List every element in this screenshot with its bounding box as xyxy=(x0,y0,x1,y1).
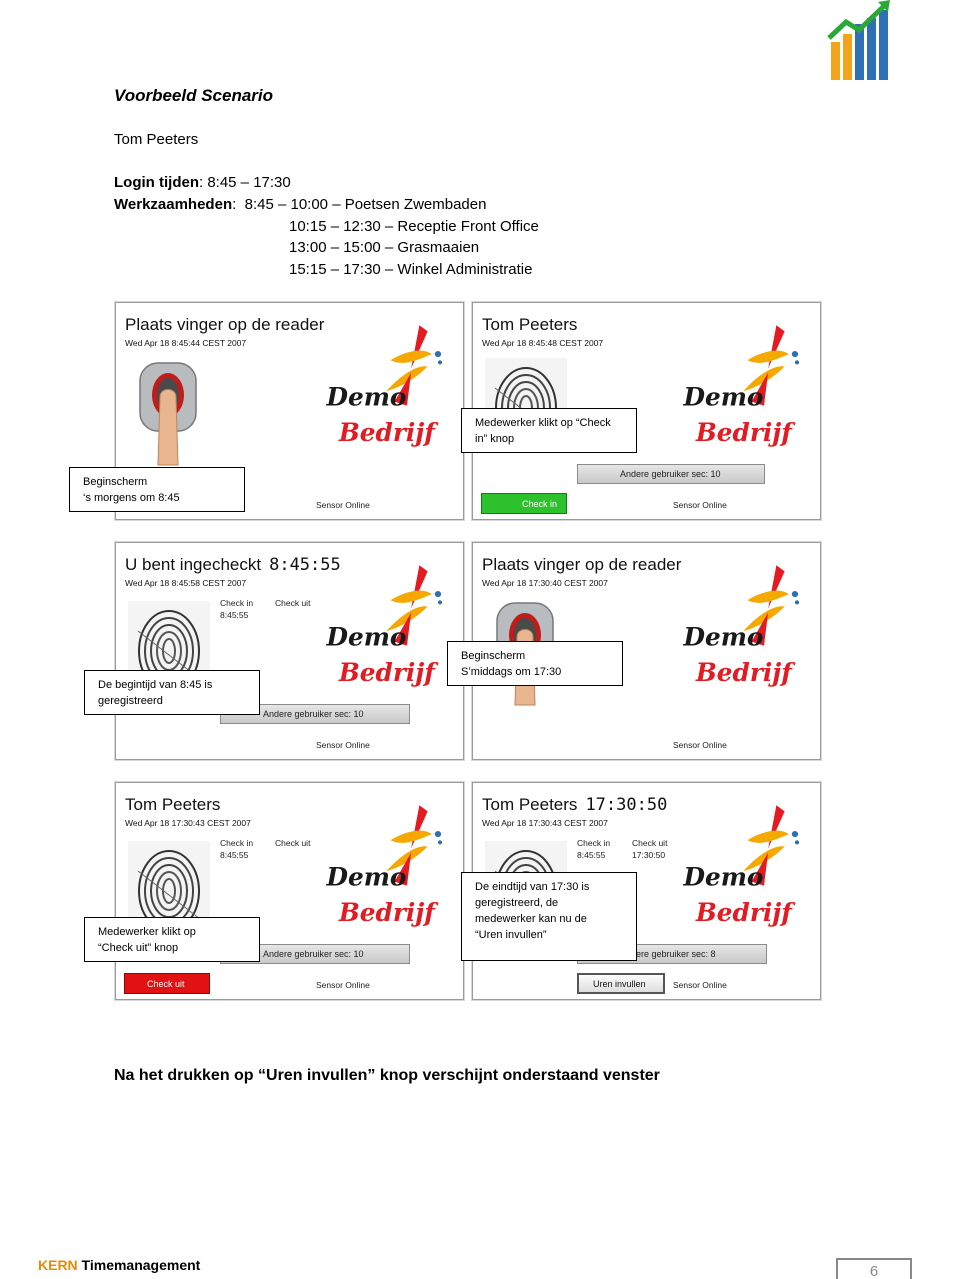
demo-bedrijf-logo-icon xyxy=(682,565,800,687)
check-in-button[interactable]: Check in xyxy=(481,493,567,514)
screen-clock: 8:45:55 xyxy=(269,555,341,575)
sensor-status: Sensor Online xyxy=(673,740,727,750)
kern-logo-icon xyxy=(827,0,890,80)
screen-clock: 17:30:50 xyxy=(585,795,668,815)
work-line-1: Werkzaamheden: 8:45 – 10:00 – Poetsen Zw… xyxy=(114,196,487,213)
demo-bedrijf-logo-icon xyxy=(682,805,800,927)
uren-invullen-button[interactable]: Uren invullen xyxy=(577,973,665,994)
sensor-status: Sensor Online xyxy=(673,500,727,510)
sensor-status: Sensor Online xyxy=(316,500,370,510)
demo-bedrijf-logo-icon xyxy=(325,325,443,447)
login-times: Login tijden: 8:45 – 17:30 xyxy=(114,174,291,191)
demo-bedrijf-logo-icon xyxy=(682,325,800,447)
sensor-status: Sensor Online xyxy=(316,740,370,750)
check-out-info: Check uit xyxy=(275,838,311,848)
demo-bedrijf-logo-icon xyxy=(325,565,443,687)
sensor-status: Sensor Online xyxy=(673,980,727,990)
work-line-3: 13:00 – 15:00 – Grasmaaien xyxy=(289,239,480,256)
work-line-4: 15:15 – 17:30 – Winkel Administratie xyxy=(289,261,533,278)
sensor-status: Sensor Online xyxy=(316,980,370,990)
other-user-button[interactable]: Andere gebruiker sec: 10 xyxy=(220,944,410,964)
screen-title: Tom Peeters xyxy=(125,795,221,814)
screen-date: Wed Apr 18 8:45:44 CEST 2007 xyxy=(125,338,247,348)
screen-date: Wed Apr 18 17:30:40 CEST 2007 xyxy=(482,578,608,588)
check-out-info: Check uit xyxy=(275,598,311,608)
fingerprint-reader-icon[interactable] xyxy=(138,361,204,471)
screen-identified-afternoon: Tom Peeters Wed Apr 18 17:30:43 CEST 200… xyxy=(115,782,464,1000)
screen-title: Plaats vinger op de reader xyxy=(482,555,682,574)
screen-title: Tom Peeters xyxy=(482,315,578,334)
page-number: 6 xyxy=(836,1258,912,1279)
page-heading: Voorbeeld Scenario xyxy=(114,86,274,105)
section-caption: Na het drukken op “Uren invullen” knop v… xyxy=(114,1067,660,1084)
employee-name: Tom Peeters xyxy=(114,131,199,148)
work-line-2: 10:15 – 12:30 – Receptie Front Office xyxy=(289,218,539,235)
screen-date: Wed Apr 18 17:30:43 CEST 2007 xyxy=(482,818,608,828)
footer-brand: KERN Timemanagement xyxy=(38,1257,201,1273)
screen-date: Wed Apr 18 8:45:48 CEST 2007 xyxy=(482,338,604,348)
demo-bedrijf-logo-icon xyxy=(325,805,443,927)
check-out-button[interactable]: Check uit xyxy=(124,973,210,994)
screen-date: Wed Apr 18 17:30:43 CEST 2007 xyxy=(125,818,251,828)
callout-start-morning: Beginscherm‘s morgens om 8:45 xyxy=(69,467,245,512)
screen-title: Plaats vinger op de reader xyxy=(125,315,325,334)
other-user-button[interactable]: Andere gebruiker sec: 10 xyxy=(577,464,765,484)
screen-date: Wed Apr 18 8:45:58 CEST 2007 xyxy=(125,578,247,588)
callout-click-check-out: Medewerker klikt op “Check uit” knop xyxy=(84,917,260,962)
